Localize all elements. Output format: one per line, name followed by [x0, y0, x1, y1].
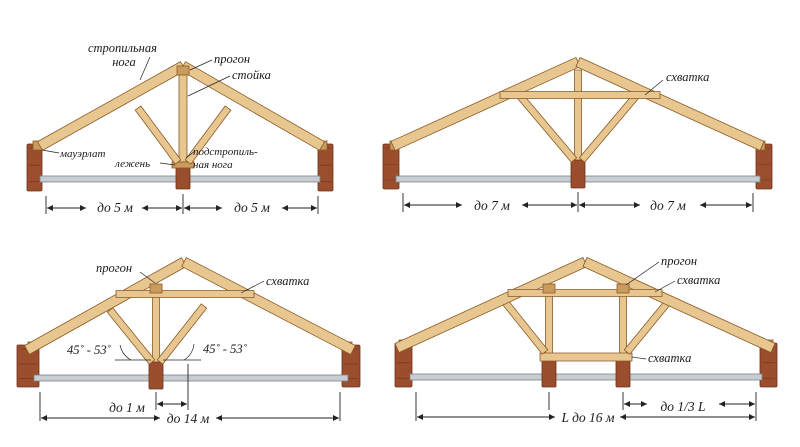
dim-label-bl-span: до 14 м	[167, 411, 210, 426]
br-rafter-right	[582, 257, 776, 353]
tr-dim-left-a-arrows	[404, 202, 462, 208]
tr-leader-collar	[644, 79, 664, 96]
br-leader-purlin	[625, 261, 660, 286]
br-purlin-right	[616, 283, 630, 294]
tl-wall-right	[317, 143, 334, 192]
dim-label-tr-right: до 7 м	[650, 198, 686, 213]
label-wallplate: мауэрлат	[59, 148, 105, 160]
dim-label-bl-small: до 1 м	[109, 400, 145, 415]
tl-leader-rafter	[139, 56, 151, 81]
tr-post	[574, 69, 582, 167]
truss-structures	[16, 57, 778, 390]
bl-collar-tie	[115, 290, 255, 298]
diagram-top-left-labels: стропильная нога прогон стойка мауэрлат …	[59, 41, 271, 215]
tl-leader-strut	[185, 150, 196, 159]
br-support-right	[615, 359, 631, 388]
label-leaders	[41, 56, 676, 361]
tr-collar-tie	[499, 91, 661, 99]
label-strut: подстропиль- ная нога	[193, 146, 260, 171]
br-rafter-left	[394, 257, 588, 353]
label-angle-left: 45˚ - 53˚	[67, 343, 112, 357]
br-lower-collar	[539, 352, 633, 362]
diagram-bottom-right-labels: прогон схватка схватка L до 16 м до 1/3 …	[560, 254, 720, 425]
tl-wall-left	[26, 143, 43, 192]
dim-label-tr-left: до 7 м	[474, 198, 510, 213]
label-collar-br-top: схватка	[677, 273, 720, 287]
tl-strut-left	[134, 105, 182, 165]
br-purlin-left	[542, 283, 556, 294]
bl-angle-arc-left	[115, 344, 151, 361]
label-post: стойка	[232, 68, 271, 82]
br-dim-third-a-arrows	[624, 401, 647, 407]
bl-angle-arc-right	[163, 343, 201, 361]
bl-strut-right	[156, 303, 208, 365]
diagram-top-right-labels: схватка до 7 м до 7 м	[474, 70, 709, 213]
dim-label-br-span: L до 16 м	[560, 410, 614, 425]
tr-strut-left	[516, 93, 578, 163]
br-leader-collar-top	[654, 280, 676, 293]
tl-sill	[171, 161, 195, 169]
dimension-lines	[39, 192, 757, 421]
br-tie-beam	[409, 373, 763, 381]
label-sill: лежень	[114, 158, 150, 170]
label-purlin-br: прогон	[661, 254, 697, 268]
label-rafter-line2: нога	[112, 55, 136, 69]
tr-dim-left-b-arrows	[522, 202, 577, 208]
label-strut-line2: ная нога	[193, 159, 233, 171]
bl-purlin	[149, 283, 163, 294]
tl-leader-wallplate	[41, 149, 60, 154]
tl-purlin	[176, 65, 190, 76]
tl-leader-purlin	[189, 59, 213, 71]
label-collar-bl: схватка	[266, 274, 309, 288]
bl-leader-collar	[240, 280, 265, 294]
label-collar-br-low: схватка	[648, 351, 691, 365]
bl-post	[152, 291, 160, 367]
label-purlin-tl: прогон	[214, 52, 250, 66]
br-strut-left	[501, 299, 549, 355]
tl-leader-post	[187, 75, 231, 97]
tr-dim-right-b-arrows	[700, 202, 752, 208]
br-strut-right	[623, 299, 672, 355]
label-collar-tr: схватка	[666, 70, 709, 84]
tr-rafter-right	[575, 57, 765, 151]
dim-label-br-third: до 1/3 L	[660, 399, 705, 414]
bl-dim-small-arrows	[157, 401, 187, 407]
label-purlin-bl: прогон	[96, 261, 132, 275]
tl-leader-sill	[159, 162, 176, 166]
diagram-bottom-left-labels: прогон схватка 45˚ - 53˚ 45˚ - 53˚ до 1 …	[67, 261, 309, 426]
br-support-left	[541, 359, 557, 388]
label-rafter: стропильная нога	[88, 41, 160, 69]
dim-label-tl-right: до 5 м	[234, 200, 270, 215]
tr-strut-right	[578, 93, 640, 163]
tl-rafter-left	[37, 61, 186, 151]
tr-center-support	[570, 159, 586, 189]
tl-strut-right	[184, 105, 232, 165]
bl-center-support	[148, 361, 164, 390]
bl-leader-purlin	[139, 271, 156, 284]
tl-post	[178, 71, 188, 169]
bl-tie-beam	[33, 374, 349, 382]
br-upper-collar	[507, 289, 663, 297]
label-strut-line1: подстропиль-	[193, 146, 258, 158]
dim-label-tl-left: до 5 м	[97, 200, 133, 215]
label-angle-right: 45˚ - 53˚	[203, 342, 248, 356]
bl-strut-left	[106, 307, 156, 365]
label-rafter-line1: стропильная	[88, 41, 157, 55]
bl-rafter-right	[181, 257, 356, 355]
br-leader-collar-low	[631, 356, 647, 360]
